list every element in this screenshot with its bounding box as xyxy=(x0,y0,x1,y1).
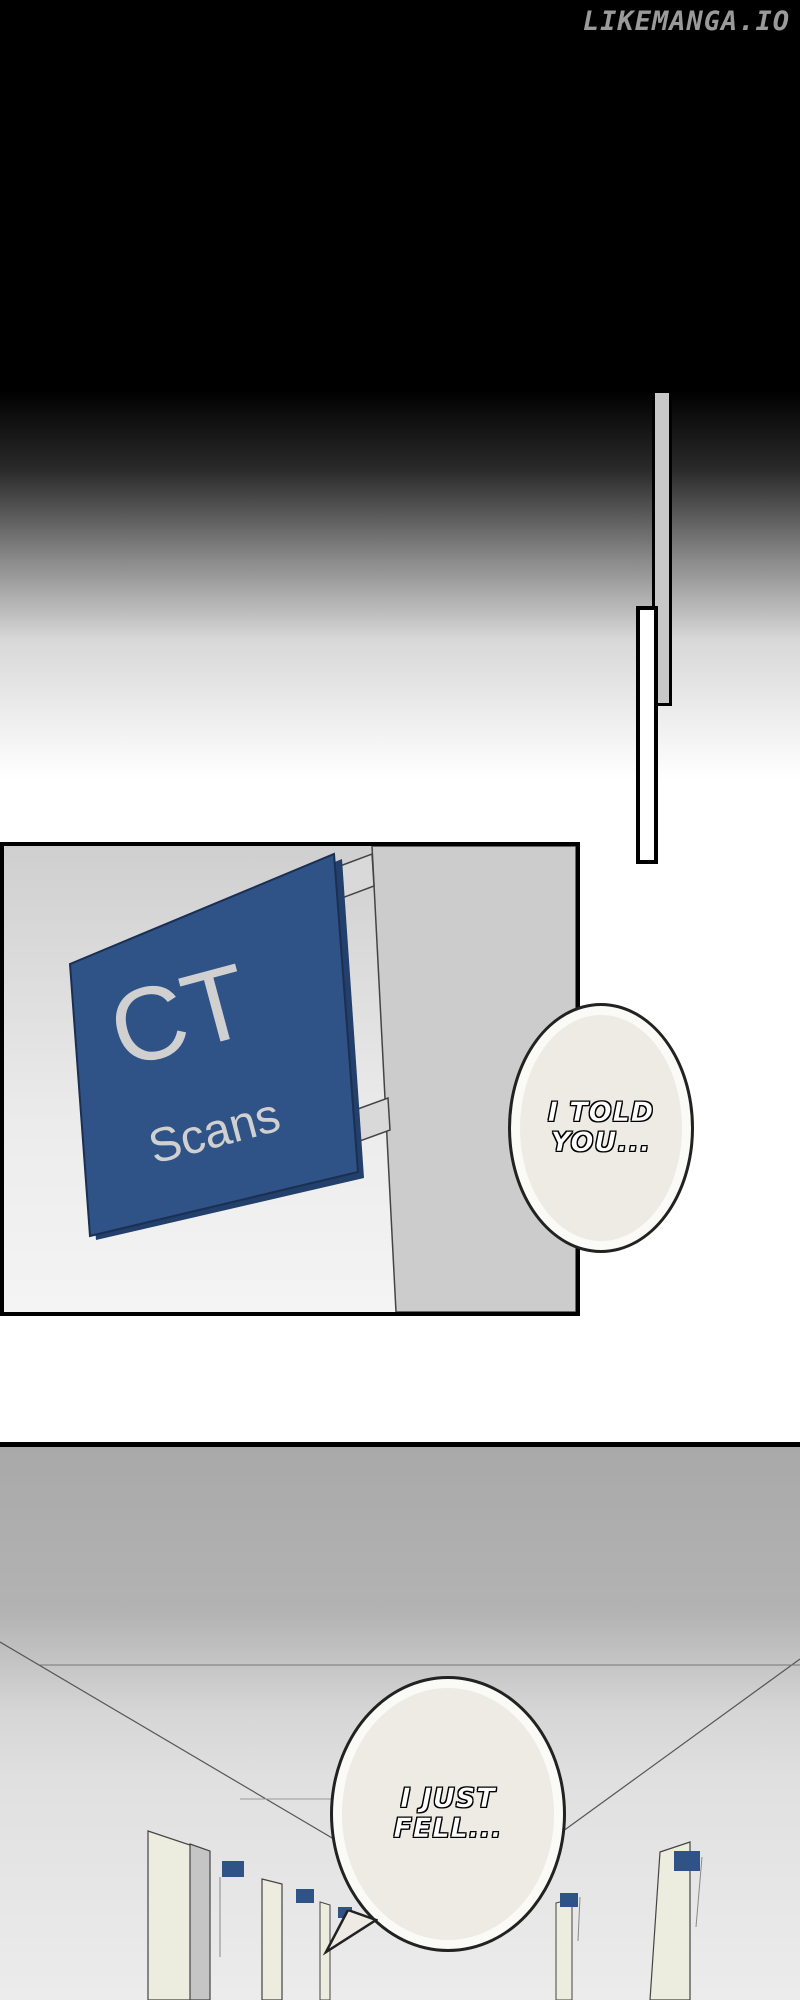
corridor-sign-left-2 xyxy=(296,1889,314,1903)
corridor-art xyxy=(0,1641,800,2000)
corridor-sign-left-3 xyxy=(338,1907,352,1918)
speech-bubble-2-text: I JUST FELL... xyxy=(393,1783,503,1844)
ct-sign xyxy=(68,852,360,1238)
sign-bracket-top xyxy=(339,852,375,900)
ct-sign-panel: CT Scans xyxy=(0,842,580,1316)
corridor-sign-right-1 xyxy=(674,1851,700,1871)
speech-bubble-2: I JUST FELL... xyxy=(330,1676,566,1952)
speech-bubble-1-text: I TOLD YOU... xyxy=(547,1097,655,1158)
corridor-sign-left-1 xyxy=(222,1861,244,1877)
watermark: LIKEMANGA.IO xyxy=(582,6,790,37)
speech-bubble-2-tail xyxy=(322,1910,378,1956)
corridor-sign-right-2 xyxy=(560,1893,578,1907)
dark-gradient-background xyxy=(0,0,800,830)
speech-bubble-1: I TOLD YOU... xyxy=(508,1003,694,1253)
hallway-wall-art: CT Scans xyxy=(68,846,576,1312)
door-right-1 xyxy=(649,1841,691,2000)
hanging-bar-white xyxy=(636,606,658,864)
